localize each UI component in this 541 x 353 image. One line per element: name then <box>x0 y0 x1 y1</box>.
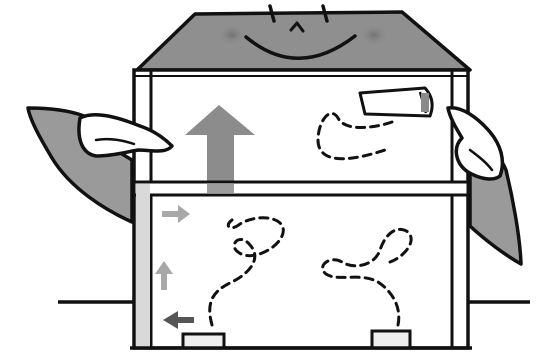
floor-vent-right <box>372 331 410 348</box>
air-conditioner-shade <box>421 93 429 112</box>
middle-floor <box>134 182 468 195</box>
floor-vent-left <box>183 334 224 348</box>
right-cheek <box>360 24 388 46</box>
roof <box>137 12 470 70</box>
left-cheek <box>218 24 246 46</box>
left-duct <box>136 184 150 348</box>
big-up-arrow-base <box>207 183 234 194</box>
